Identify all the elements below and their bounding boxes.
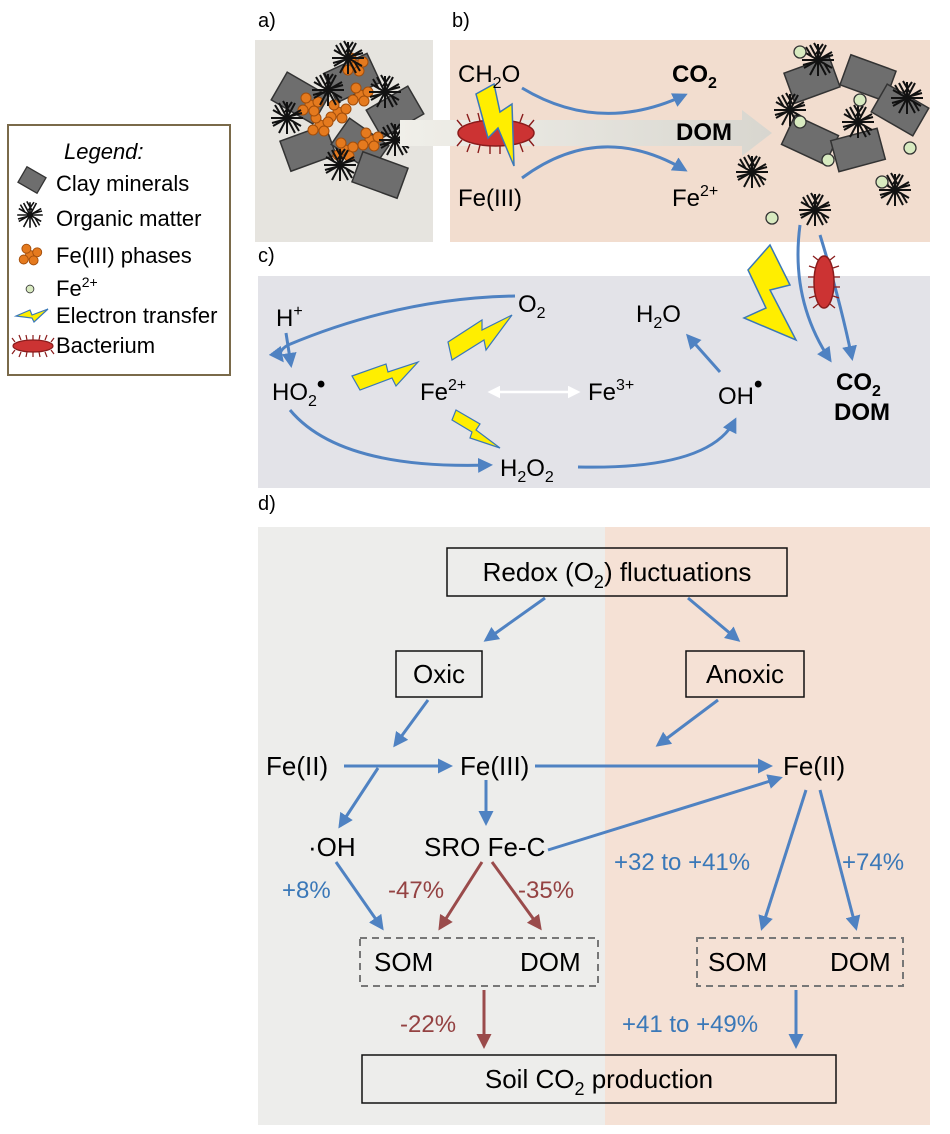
arrow-hplus-to-ho2 xyxy=(281,332,297,368)
fe2-dot xyxy=(793,45,807,59)
electron-transfer-bolt-c4 xyxy=(742,243,798,342)
pct-co2-left: -22% xyxy=(400,1011,456,1038)
ch2o-label: CH2O xyxy=(458,61,520,92)
dom-label-c: DOM xyxy=(834,399,890,426)
arrow-ch2o-to-co2 xyxy=(521,86,688,115)
hplus-label: H+ xyxy=(276,303,303,332)
dom-label-b: DOM xyxy=(676,119,732,146)
co2-label-b: CO2 xyxy=(672,61,717,92)
clay-mineral-icon xyxy=(17,165,47,195)
arrow-anoxic-fe xyxy=(655,698,719,747)
som-left-label: SOM xyxy=(374,947,433,977)
som-right-label: SOM xyxy=(708,947,767,977)
arrow-redox-anoxic xyxy=(687,596,741,642)
sro-label: SRO Fe-C xyxy=(424,832,545,862)
arrow-ho2-to-h2o2 xyxy=(288,409,493,473)
pct-oh: +8% xyxy=(282,877,331,904)
bacterium-icon xyxy=(11,334,55,358)
panel-d: Redox (O2) fluctuations Oxic Anoxic Fe(I… xyxy=(258,527,930,1125)
oh-label-d: ·OH xyxy=(308,832,356,862)
pct-co2-right: +41 to +49% xyxy=(622,1011,758,1038)
arrow-sro-dom xyxy=(490,861,542,931)
fe2-label-b: Fe2+ xyxy=(672,183,718,212)
panel-label-a: a) xyxy=(258,10,276,32)
pct-dom-right: +74% xyxy=(842,849,904,876)
arrow-o2-to-ho2 xyxy=(268,294,516,363)
panel-c: H+ O2 H2O HO2• Fe2+ Fe3+ OH• H2O2 CO2 DO… xyxy=(258,224,930,488)
legend-label-electron: Electron transfer xyxy=(56,303,217,328)
redox-label: Redox (O2) fluctuations xyxy=(483,557,752,592)
anoxic-label: Anoxic xyxy=(706,659,784,689)
oh-radical-label: OH• xyxy=(718,371,762,410)
legend-label-bacterium: Bacterium xyxy=(56,333,155,358)
arrow-redox-oxic xyxy=(483,596,546,642)
soil-co2-label: Soil CO2 production xyxy=(485,1064,713,1099)
arrow-oxic-fe xyxy=(393,699,430,748)
fe2-label-c: Fe2+ xyxy=(420,377,466,406)
fe2-icon xyxy=(25,284,35,294)
panel-b: CH2O CO2 DOM Fe(III) Fe2+ xyxy=(400,40,930,242)
ho2-label: HO2• xyxy=(272,371,325,410)
legend-label-clay: Clay minerals xyxy=(56,171,189,196)
arrow-to-co2-dom-1 xyxy=(796,224,832,363)
oxic-box xyxy=(395,650,483,698)
oxic-label: Oxic xyxy=(413,659,465,689)
soil-co2-box xyxy=(361,1054,837,1104)
fe2-right-label: Fe(II) xyxy=(783,751,845,781)
legend-label-organic: Organic matter xyxy=(56,206,202,231)
fe2-left-label: Fe(II) xyxy=(266,751,328,781)
dom-left-label: DOM xyxy=(520,947,581,977)
arrow-sro-fe2 xyxy=(547,774,783,852)
legend-label-fe3: Fe(III) phases xyxy=(56,243,192,268)
h2o2-label: H2O2 xyxy=(500,455,554,486)
h2o-label: H2O xyxy=(636,301,681,332)
arrow-oh-som xyxy=(334,861,384,931)
fe3-label-c: Fe3+ xyxy=(588,377,634,406)
electron-transfer-icon xyxy=(13,308,49,323)
panel-label-d: d) xyxy=(258,493,276,515)
arrow-oh-to-h2o xyxy=(686,333,722,373)
arrow-h2o2-to-oh xyxy=(577,417,737,469)
panel-label-b: b) xyxy=(452,10,470,32)
som-dom-box-right xyxy=(696,937,904,987)
redox-box xyxy=(446,547,788,597)
o2-label: O2 xyxy=(518,291,546,322)
legend-label-fe2: Fe2+ xyxy=(56,274,98,301)
fe3-label-b: Fe(III) xyxy=(458,185,522,212)
pct-som-left: -47% xyxy=(388,877,444,904)
electron-transfer-bolt-c3 xyxy=(451,409,501,449)
arrow-fe2-oh xyxy=(338,767,380,829)
co2-label-c: CO2 xyxy=(836,369,881,400)
electron-transfer-bolt-c1 xyxy=(351,360,421,391)
arrow-sro-som xyxy=(438,861,484,931)
pct-dom-left: -35% xyxy=(518,877,574,904)
fe3-label-d: Fe(III) xyxy=(460,751,529,781)
arrow-fe2-som-right xyxy=(758,789,808,931)
dom-right-label: DOM xyxy=(830,947,891,977)
bacterium-c xyxy=(808,255,840,309)
anoxic-box xyxy=(685,650,805,698)
electron-transfer-bolt-c2 xyxy=(447,314,513,361)
pct-som-right: +32 to +41% xyxy=(614,849,750,876)
arrow-fe3-to-fe2 xyxy=(521,145,688,180)
electron-transfer-bolt-b xyxy=(475,82,515,167)
arrow-fe2-dom-right xyxy=(818,789,861,931)
legend-title: Legend: xyxy=(64,139,144,164)
panel-label-c: c) xyxy=(258,245,275,267)
legend: Legend: Clay minerals Organic matter Fe(… xyxy=(7,124,231,376)
